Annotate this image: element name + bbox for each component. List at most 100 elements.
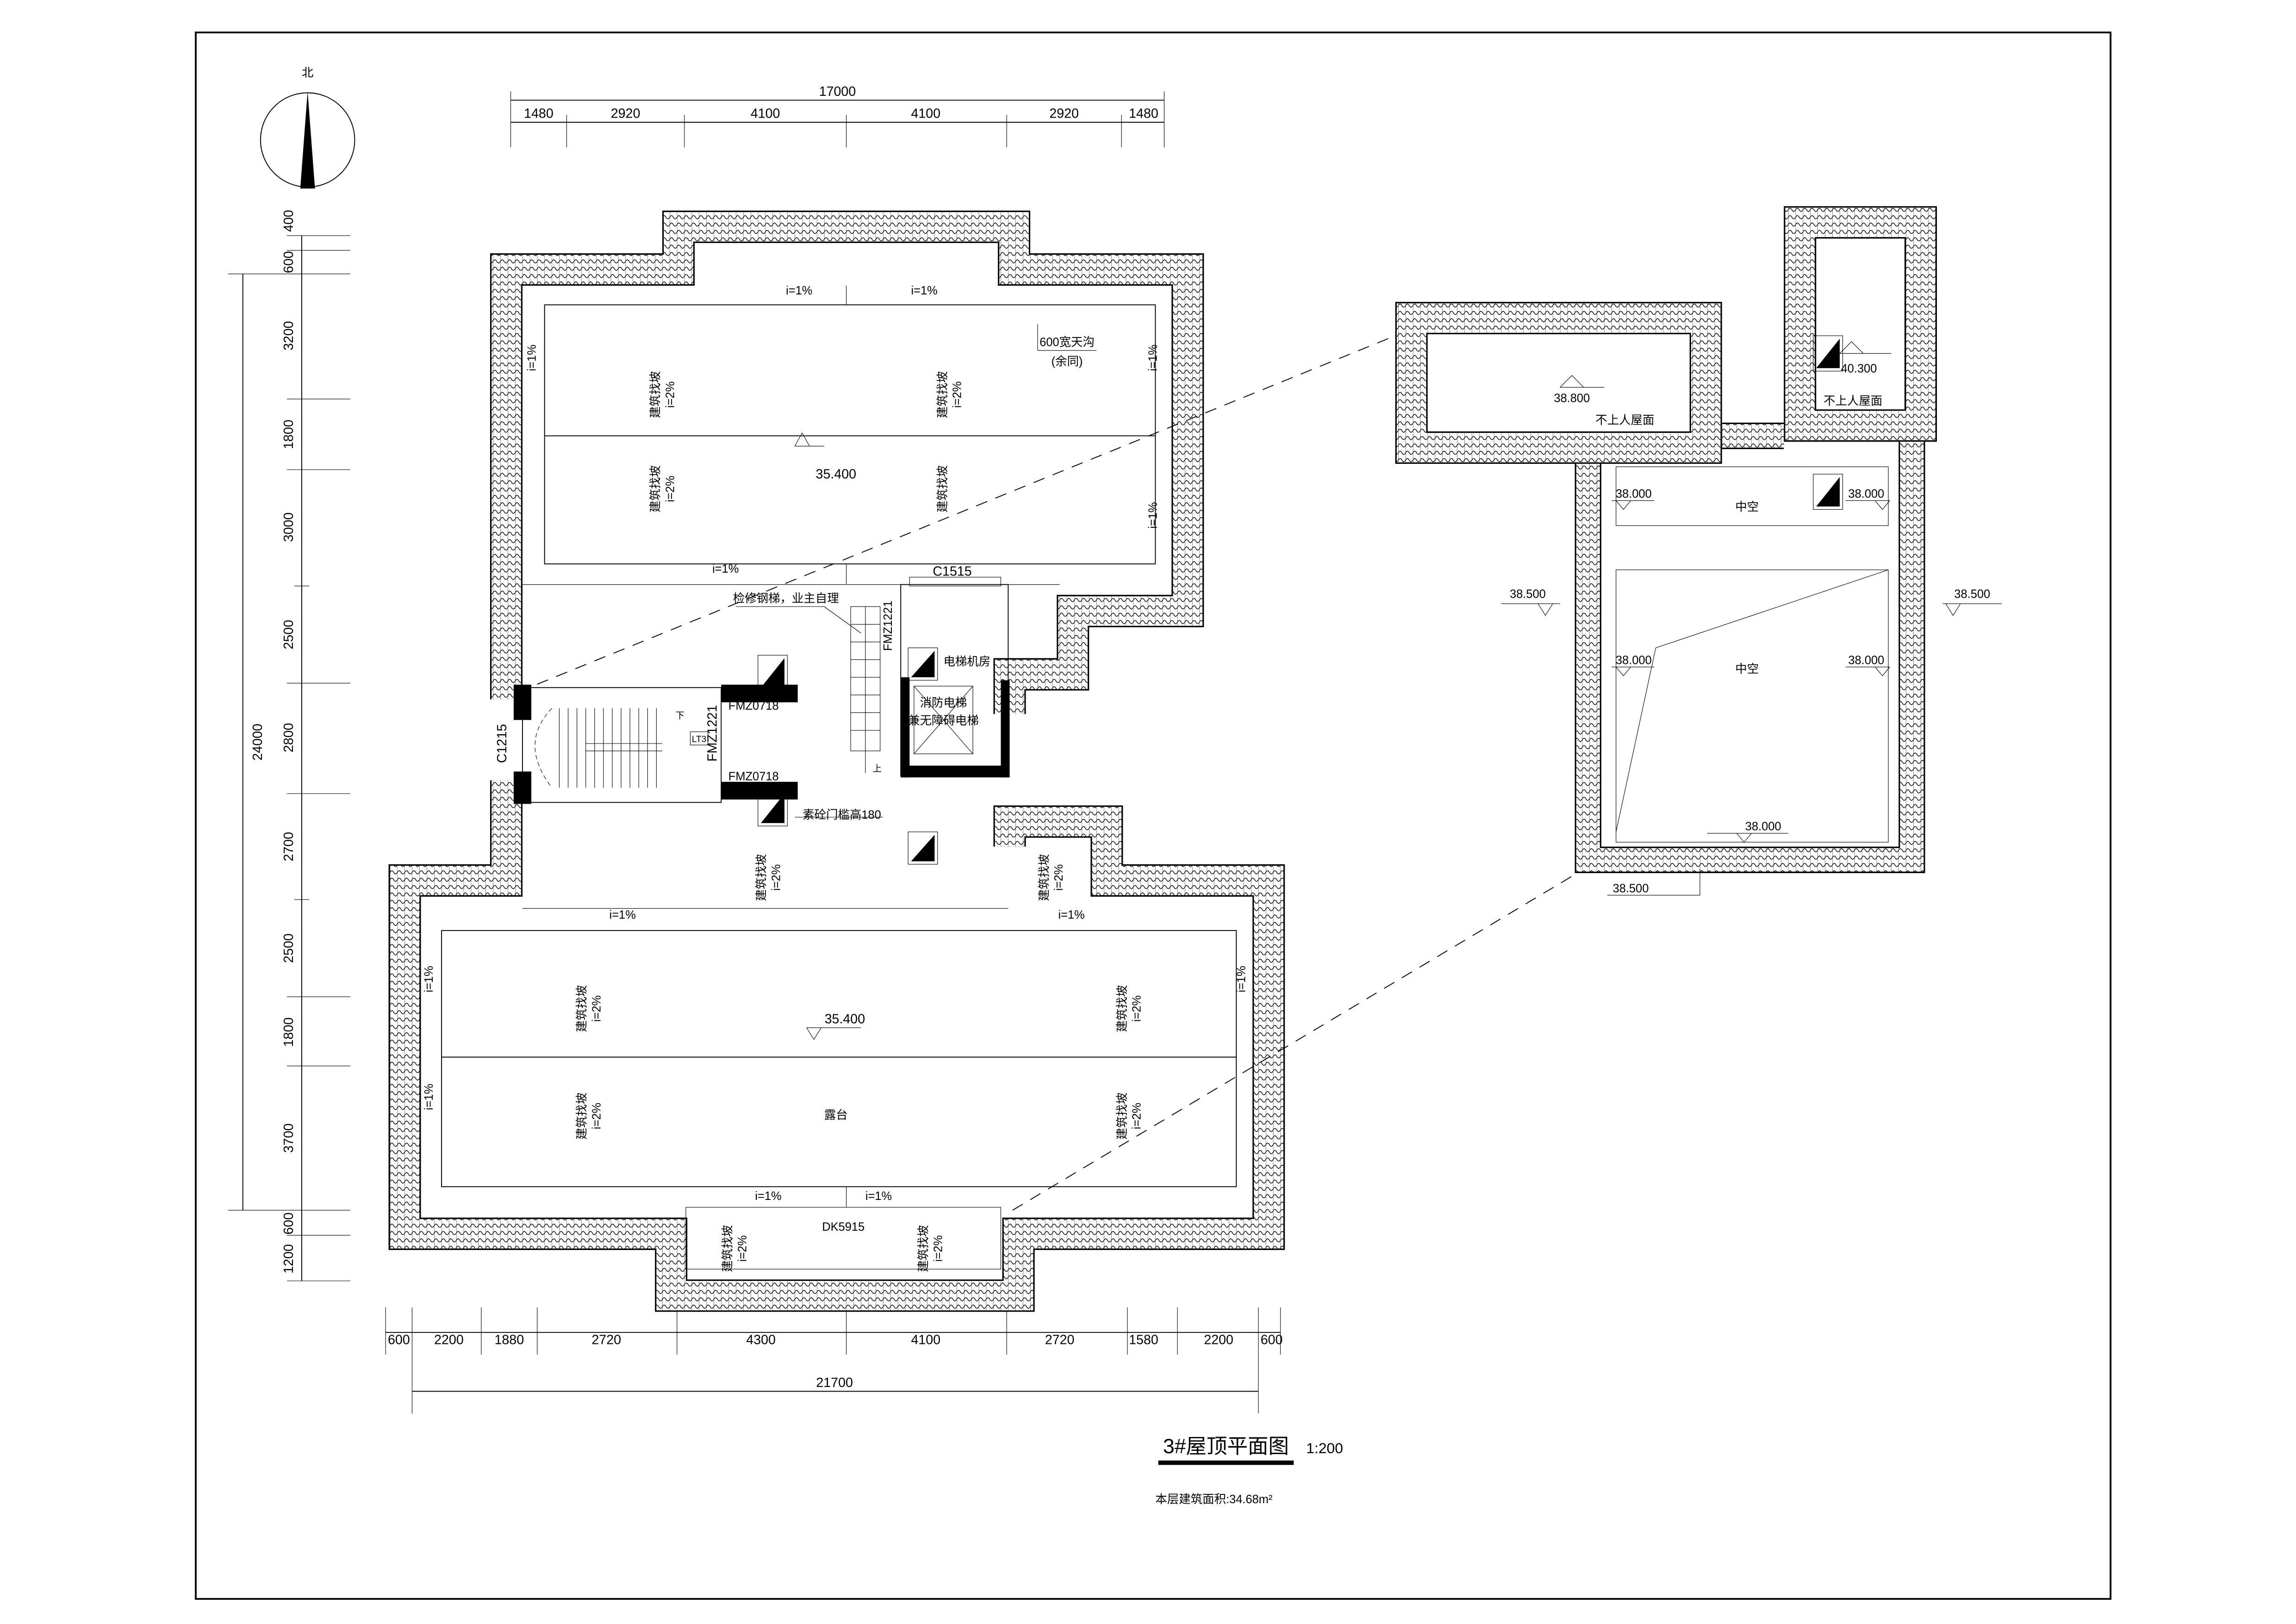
tiled-eaves-main xyxy=(388,210,1285,1312)
slope-note: 建筑找坡 xyxy=(649,465,662,512)
dim-seg: 2500 xyxy=(281,620,296,650)
slope-note: 建筑找坡 xyxy=(936,465,949,512)
dim-total: 17000 xyxy=(819,84,856,99)
roof-type-label: 不上人屋面 xyxy=(1823,395,1882,408)
slope-note: 建筑找坡 xyxy=(755,854,768,901)
slope-value: i=2% xyxy=(590,995,603,1022)
dim-seg: 1480 xyxy=(524,106,554,121)
drawing-title-name: 3#屋顶平面图 xyxy=(1163,1435,1289,1458)
terrace-label: 露台 xyxy=(824,1109,848,1122)
shaft-icon xyxy=(908,831,938,865)
dim-seg: 400 xyxy=(281,210,296,232)
drawing-title: 3#屋顶平面图 1:200 本层建筑面积:34.68m² xyxy=(1155,1435,1343,1506)
elevator-box xyxy=(914,686,973,754)
slope-note: 建筑找坡 xyxy=(1116,985,1129,1032)
slope-note: 建筑找坡 xyxy=(1038,854,1051,901)
dim-seg: 4100 xyxy=(751,106,780,121)
callout-line xyxy=(518,335,1396,693)
level-label: 38.000 xyxy=(1616,654,1652,667)
callout-line xyxy=(1012,874,1575,1211)
lower-roof: 35.400 露台 DK5915 xyxy=(441,908,1237,1269)
gutter-slope: i=1% xyxy=(786,284,812,297)
void-label: 中空 xyxy=(1735,501,1759,514)
slope-note: 建筑找坡 xyxy=(936,371,949,418)
stair-up: 上 xyxy=(873,764,882,774)
upper-roof: 35.400 600宽天沟 (余同) xyxy=(522,286,1156,585)
dim-seg: 3700 xyxy=(281,1124,296,1153)
gutter-note: (余同) xyxy=(1052,355,1083,368)
roof-level: 35.400 xyxy=(816,467,857,482)
dim-seg: 3200 xyxy=(281,321,296,350)
dim-seg: 600 xyxy=(1261,1333,1283,1348)
slope-note: 建筑找坡 xyxy=(917,1225,930,1272)
shaft-icon xyxy=(758,790,788,826)
dim-seg: 2720 xyxy=(1045,1333,1075,1348)
shaft-icon xyxy=(908,647,938,681)
slope-note: 建筑找坡 xyxy=(576,1093,589,1140)
dim-seg: 1580 xyxy=(1129,1333,1158,1348)
gutter-slope: i=1% xyxy=(1235,966,1248,992)
gutter-label: 600宽天沟 xyxy=(1039,336,1095,349)
gutter-slope: i=1% xyxy=(911,284,937,297)
dim-seg: 1200 xyxy=(281,1244,296,1274)
slope-note: 建筑找坡 xyxy=(722,1225,734,1272)
dim-seg: 2800 xyxy=(281,723,296,753)
gutter-slope: i=1% xyxy=(1058,909,1084,922)
door-tag: FMZ1221 xyxy=(705,705,720,762)
elevator-label: 兼无障碍电梯 xyxy=(908,714,979,727)
slope-value: i=2% xyxy=(1131,995,1144,1022)
level-label: 38.000 xyxy=(1848,487,1884,500)
dim-seg: 1800 xyxy=(281,1018,296,1047)
north-label: 北 xyxy=(302,67,313,80)
roof-type-label: 不上人屋面 xyxy=(1595,414,1654,427)
slope-value: i=2% xyxy=(1052,864,1065,891)
building-core: 消防电梯 兼无障碍电梯 电梯机房 C1515 检修钢梯，业主自理 FMZ1221… xyxy=(495,564,1010,865)
ladder-note: 检修钢梯，业主自理 xyxy=(733,592,839,605)
machine-room-label: 电梯机房 xyxy=(943,656,990,668)
stair-down: 下 xyxy=(676,711,684,721)
gutter-slope: i=1% xyxy=(1147,344,1160,371)
elevator-label: 消防电梯 xyxy=(920,697,967,710)
gutter-slope: i=1% xyxy=(526,344,539,371)
dim-seg: 1880 xyxy=(494,1333,524,1348)
slope-value: i=2% xyxy=(664,475,677,502)
dim-seg: 2200 xyxy=(434,1333,464,1348)
dim-seg: 3000 xyxy=(281,512,296,542)
slope-value: i=2% xyxy=(932,1235,945,1262)
dim-seg: 600 xyxy=(388,1333,410,1348)
left-dimensions: 24000 400 600 3200 1800 3000 2500 2800 2… xyxy=(228,210,350,1281)
slope-note: 建筑找坡 xyxy=(649,371,662,418)
dim-seg: 2500 xyxy=(281,933,296,963)
slope-value: i=2% xyxy=(736,1235,749,1262)
level-label: 38.500 xyxy=(1510,587,1546,600)
threshold-note: 素砼门槛高180 xyxy=(803,808,881,821)
dim-total: 24000 xyxy=(250,724,265,761)
level-label: 40.300 xyxy=(1841,362,1877,375)
dim-seg: 2720 xyxy=(591,1333,621,1348)
level-label: 38.500 xyxy=(1954,587,1990,600)
gutter-slopes: i=1% i=1% i=1% i=1% i=1% i=1% i=1% i=1% … xyxy=(423,284,1248,1203)
stair-tag: LT3 xyxy=(692,735,706,744)
dim-seg: 600 xyxy=(281,251,296,273)
door-tag: FMZ1221 xyxy=(882,600,895,651)
gutter-slope: i=1% xyxy=(755,1190,781,1203)
gutter-slope: i=1% xyxy=(423,1084,436,1110)
dim-seg: 2920 xyxy=(1049,106,1079,121)
slope-value: i=2% xyxy=(770,864,783,891)
shaft-icon xyxy=(758,655,788,691)
gutter-slope: i=1% xyxy=(423,966,436,992)
roof-level: 35.400 xyxy=(825,1012,865,1026)
dim-seg: 2920 xyxy=(611,106,641,121)
gutter-slope: i=1% xyxy=(865,1190,892,1203)
north-arrow: 北 xyxy=(260,67,355,189)
dim-seg: 4300 xyxy=(746,1333,776,1348)
slope-value: i=2% xyxy=(1131,1103,1144,1129)
drawing-scale: 1:200 xyxy=(1306,1440,1343,1456)
detail-plan: 38.800 不上人屋面 40.300 不上人屋面 中空 38.000 38.0… xyxy=(1395,206,2002,896)
level-label: 38.800 xyxy=(1554,392,1590,405)
door-tag: FMZ0718 xyxy=(728,770,779,783)
dim-seg: 1800 xyxy=(281,419,296,449)
level-label: 38.000 xyxy=(1745,820,1781,833)
